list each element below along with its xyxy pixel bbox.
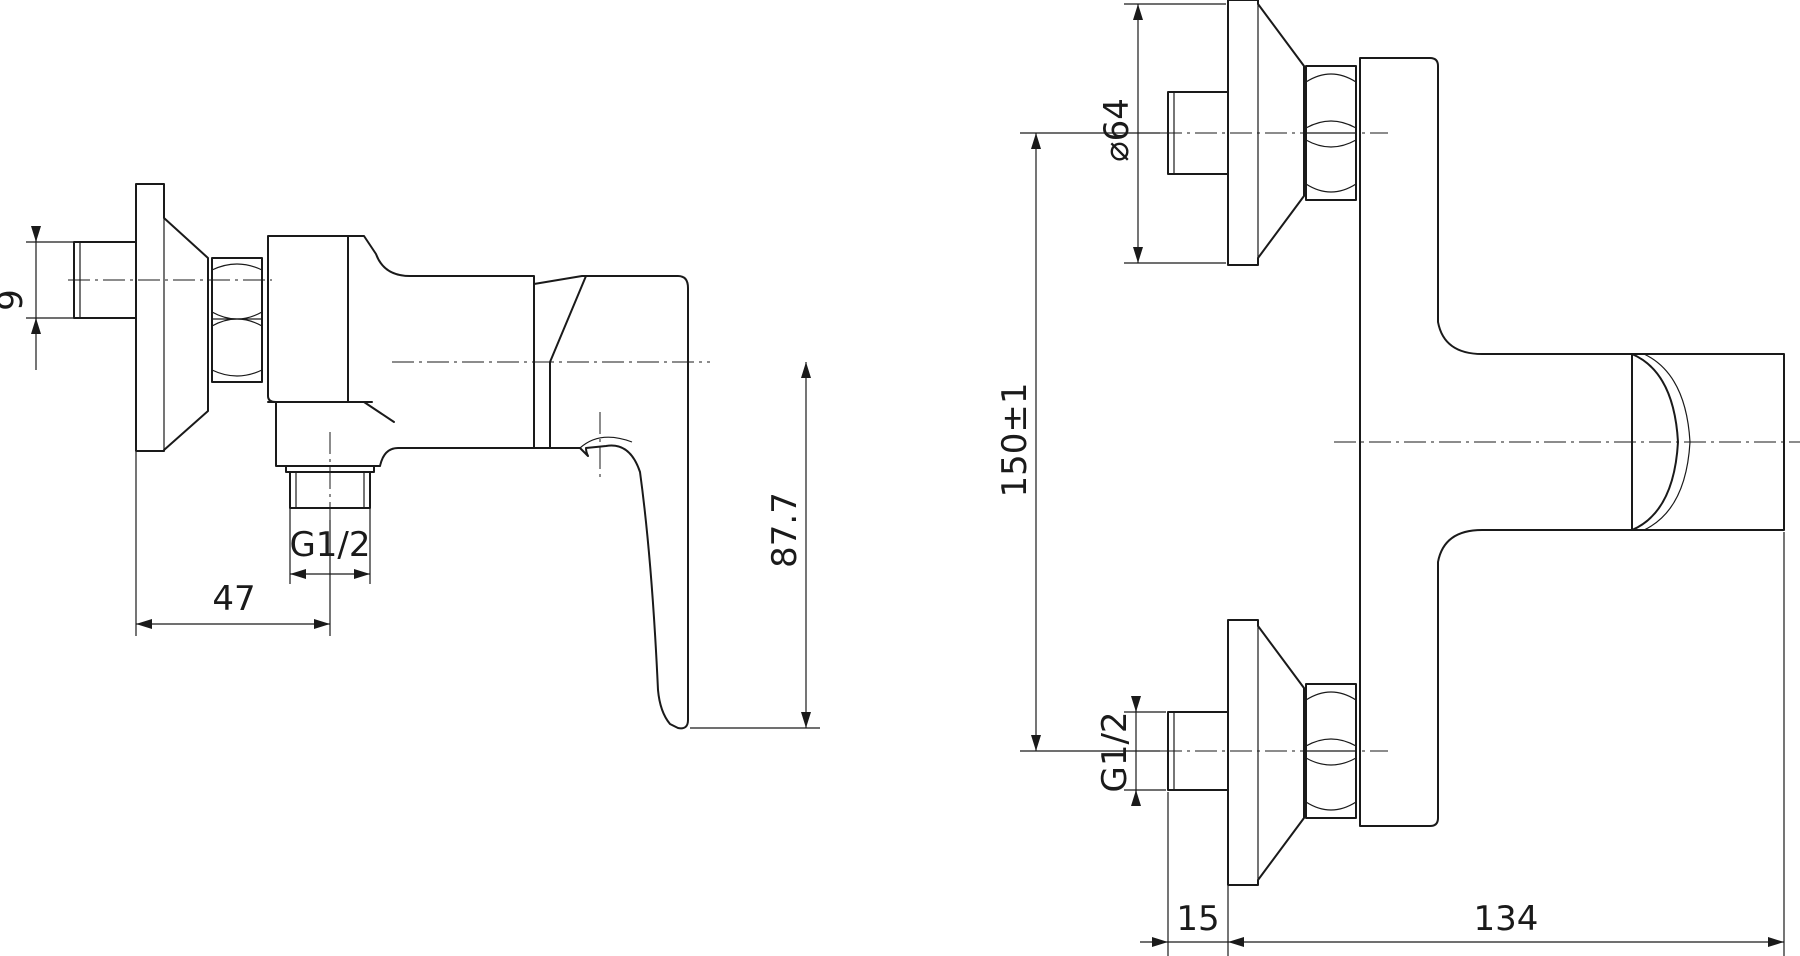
dim-stub-length: 15 <box>1176 899 1219 939</box>
side-view-dimensions: 9 G1/2 47 87.7 <box>0 226 820 729</box>
dim-nut-height: 9 <box>0 289 31 311</box>
upper-nut <box>1305 65 1357 201</box>
dim-total-depth: 134 <box>1474 899 1539 939</box>
dim-rosette-diameter: ⌀64 <box>1097 98 1137 162</box>
front-view <box>1160 0 1800 886</box>
lower-nut <box>1305 683 1357 819</box>
dim-center-distance: 150±1 <box>995 382 1035 497</box>
front-view-dimensions: ⌀64 150±1 G1/2 15 134 <box>995 3 1785 956</box>
lever <box>533 275 689 730</box>
cartridge-knob <box>1631 353 1785 531</box>
dim-inlet-thread: G1/2 <box>1095 711 1135 792</box>
dim-lever-drop: 87.7 <box>765 492 805 568</box>
dim-depth-to-outlet: 47 <box>212 579 255 619</box>
hex-nut <box>211 257 263 383</box>
side-view <box>68 183 710 730</box>
upper-rosette <box>1227 0 1305 266</box>
valve-body <box>267 235 535 467</box>
rosette <box>135 183 209 452</box>
lower-rosette <box>1227 619 1305 886</box>
